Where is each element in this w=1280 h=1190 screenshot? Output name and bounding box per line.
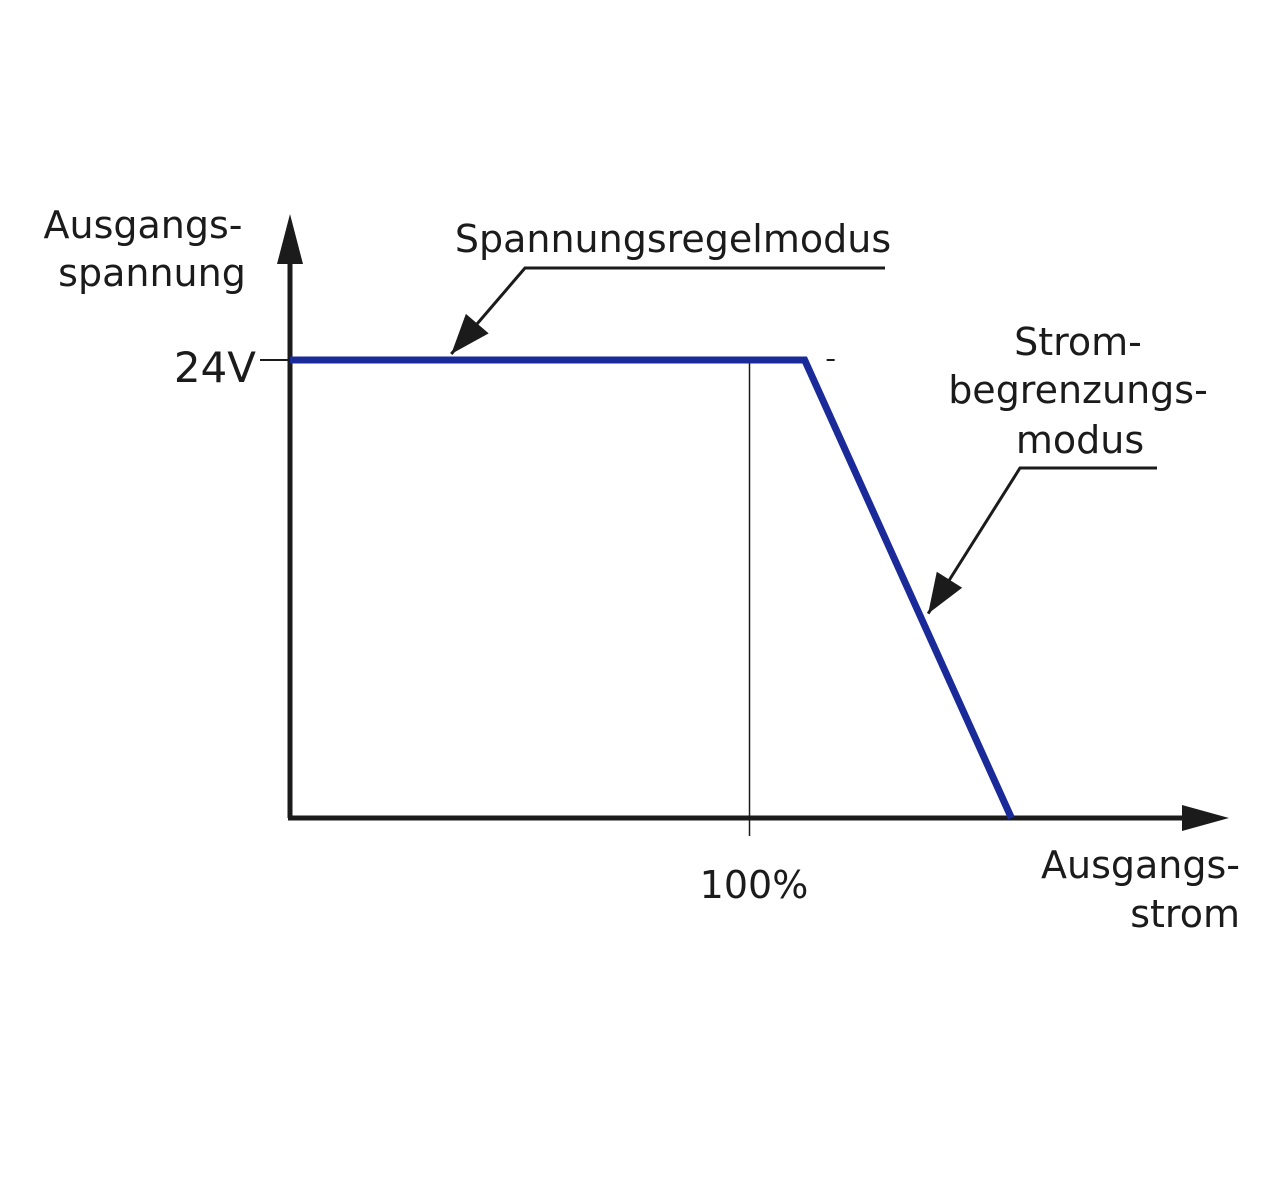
y-tick-label: 24V bbox=[174, 343, 256, 392]
x-axis-label-line-2: strom bbox=[1130, 892, 1240, 936]
x-axis-label-line-1: Ausgangs- bbox=[1041, 843, 1240, 887]
series-line-0 bbox=[290, 356, 1015, 820]
annotation-voltage-mode-arrowhead bbox=[451, 313, 489, 354]
annotation-current-mode-arrowhead bbox=[928, 571, 963, 614]
annotation-current-mode-label-line-1: Strom- bbox=[1014, 320, 1142, 364]
axes bbox=[260, 214, 1229, 831]
series-group bbox=[290, 356, 1015, 820]
y-axis-label-line-2: spannung bbox=[58, 251, 246, 295]
annotation-voltage-mode-label: Spannungsregelmodus bbox=[455, 217, 891, 261]
y-axis-arrow bbox=[277, 214, 303, 264]
annotation-current-mode-leader bbox=[926, 466, 1157, 615]
y-axis-label-line-1: Ausgangs- bbox=[44, 203, 243, 247]
x-axis-arrow bbox=[1182, 805, 1229, 831]
annotation-current-mode-label-line-2: begrenzungs- bbox=[948, 368, 1208, 412]
annotations bbox=[450, 266, 1157, 615]
axis-labels: Ausgangs- spannung 24V 100% Ausgangs- st… bbox=[44, 203, 1241, 936]
x-tick-label: 100% bbox=[700, 863, 809, 907]
annotation-current-mode-label-line-3: modus bbox=[1016, 418, 1144, 462]
annotation-voltage-mode-leader bbox=[450, 266, 885, 355]
